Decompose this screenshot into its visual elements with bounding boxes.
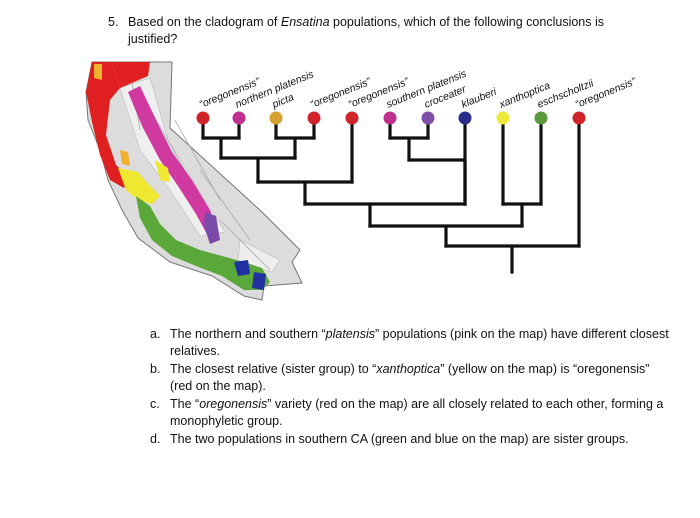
question-text: Based on the cladogram of Ensatina popul… <box>128 14 648 48</box>
node-2 <box>274 136 316 160</box>
choice-b-text-1: The closest relative (sister group) to “ <box>170 362 377 376</box>
cladogram-figure: “oregonensis”northern platensispicta“ore… <box>85 61 638 301</box>
choice-c[interactable]: c. The “oregonensis” variety (red on the… <box>150 396 670 430</box>
tip-dot-9 <box>496 111 510 125</box>
tip-dot-11 <box>572 111 586 125</box>
choice-d-letter: d. <box>150 432 161 446</box>
tip-dot-3 <box>269 111 283 125</box>
california-map <box>85 61 303 301</box>
tip-dot-1 <box>196 111 210 125</box>
map-region-blue-2 <box>252 272 266 290</box>
question-text-before: Based on the cladogram of <box>128 15 281 29</box>
tip-dot-6 <box>383 111 397 125</box>
tip-dot-5 <box>345 111 359 125</box>
map-region-purple <box>204 212 220 244</box>
map-region-magenta <box>128 86 218 236</box>
tip-dot-8 <box>458 111 472 125</box>
tip-dot-10 <box>534 111 548 125</box>
choice-a-text-italic: platensis <box>325 327 375 341</box>
map-region-red <box>86 62 130 188</box>
node-7 <box>501 202 543 228</box>
choice-a-text-1: The northern and southern “ <box>170 327 326 341</box>
cladogram-tips: “oregonensis”northern platensispicta“ore… <box>196 67 638 125</box>
choice-a-text-2: ” populations (pink on the map) have dif… <box>170 327 669 358</box>
map-region-red-north <box>112 62 150 88</box>
question-text-italic: Ensatina <box>280 15 330 29</box>
map-region-orange-2 <box>120 150 130 166</box>
node-3 <box>219 156 297 184</box>
node-10 <box>444 244 581 274</box>
map-region-orange <box>94 64 102 80</box>
question-text-after: populations, which of the following conc… <box>128 15 604 46</box>
choice-b[interactable]: b. The closest relative (sister group) t… <box>150 361 670 395</box>
node-6 <box>407 158 467 206</box>
node-5 <box>388 136 430 162</box>
answer-choices: a. The northern and southern “platensis”… <box>150 326 670 449</box>
choice-b-text-italic: xanthoptica <box>376 362 441 376</box>
node-9 <box>368 224 524 248</box>
choice-c-text-italic: oregonensis <box>199 397 268 411</box>
map-region-yellow-2 <box>155 160 170 182</box>
node-4 <box>256 180 354 206</box>
choice-b-text-2: ” (yellow on the map) is “oregonensis” (… <box>170 362 650 393</box>
map-region-blue <box>234 260 250 276</box>
question-number: 5. <box>108 15 119 29</box>
tip-dot-2 <box>232 111 246 125</box>
choice-c-letter: c. <box>150 397 160 411</box>
node-8 <box>303 202 467 228</box>
choice-a-letter: a. <box>150 327 161 341</box>
choice-c-text-1: The “ <box>170 397 200 411</box>
tip-dot-4 <box>307 111 321 125</box>
choice-c-text-2: ” variety (red on the map) are all close… <box>170 397 664 428</box>
choice-a[interactable]: a. The northern and southern “platensis”… <box>150 326 670 360</box>
tip-dot-7 <box>421 111 435 125</box>
node-1 <box>201 136 241 160</box>
map-region-yellow <box>118 168 160 204</box>
choice-b-letter: b. <box>150 362 161 376</box>
choice-d-text-1: The two populations in southern CA (gree… <box>170 432 629 446</box>
choice-d[interactable]: d. The two populations in southern CA (g… <box>150 431 670 448</box>
